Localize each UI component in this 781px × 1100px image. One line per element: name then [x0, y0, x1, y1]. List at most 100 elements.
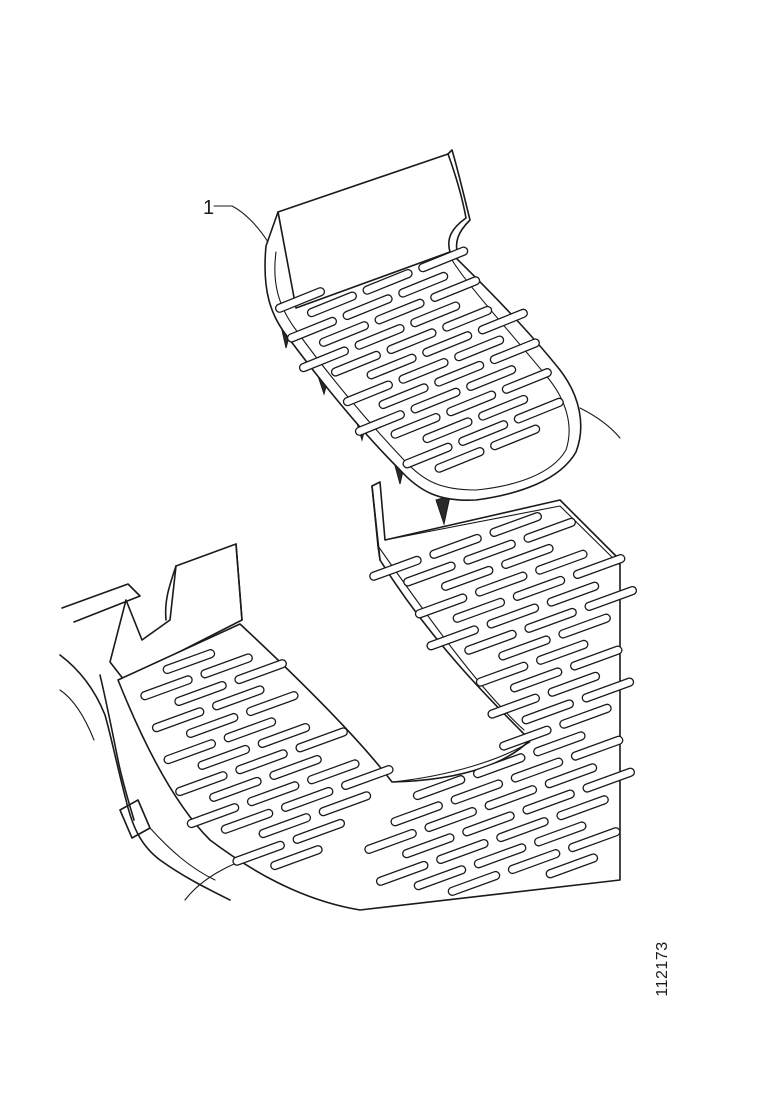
pad-edge	[235, 543, 243, 621]
callout-leader-line	[213, 205, 269, 243]
slot	[223, 717, 277, 743]
slot	[318, 791, 372, 817]
slot	[200, 653, 253, 679]
slot	[581, 677, 635, 703]
slot	[390, 801, 443, 827]
slot	[364, 828, 417, 854]
slot	[477, 308, 528, 335]
fastener-clip	[119, 799, 151, 839]
slot	[570, 735, 624, 761]
slot	[422, 331, 473, 357]
slot	[235, 749, 288, 775]
body-edge-line	[61, 583, 141, 623]
mat-spike	[435, 495, 451, 526]
floor-slot-pattern	[140, 511, 638, 896]
slot	[452, 597, 506, 623]
slot	[298, 346, 350, 373]
slot	[292, 818, 346, 844]
mat-back-wall	[277, 153, 467, 311]
floor-panel	[59, 481, 638, 911]
slot	[413, 865, 467, 891]
slot	[478, 394, 529, 421]
slot	[354, 323, 405, 350]
seat-rail-inner	[59, 689, 95, 741]
slot	[558, 613, 611, 639]
slot	[286, 316, 338, 343]
slot	[418, 246, 469, 273]
slot	[274, 287, 326, 313]
slot	[446, 390, 497, 417]
slot	[447, 870, 501, 896]
tunnel-curve	[377, 545, 525, 731]
slot	[422, 417, 473, 444]
slot	[403, 561, 456, 587]
slot	[318, 321, 369, 347]
slot	[257, 723, 311, 749]
slot	[458, 420, 509, 446]
slot	[501, 368, 552, 394]
slot	[454, 335, 505, 362]
slot	[463, 539, 516, 565]
slot	[434, 360, 485, 387]
slot	[234, 659, 287, 685]
slot	[402, 442, 453, 469]
slot	[197, 744, 251, 770]
slot	[547, 671, 601, 697]
slot	[487, 693, 540, 719]
slot	[212, 685, 265, 711]
slot	[186, 803, 240, 829]
slot	[489, 338, 540, 365]
slot	[174, 680, 227, 707]
slot	[509, 667, 563, 693]
slot	[559, 703, 612, 729]
slot	[386, 328, 437, 355]
slot	[270, 845, 323, 871]
slot	[209, 776, 262, 802]
slot	[280, 786, 334, 812]
slot	[366, 353, 417, 380]
slot	[572, 554, 626, 580]
slot	[584, 585, 638, 611]
slot	[424, 807, 477, 833]
slot	[175, 771, 228, 797]
slot	[567, 827, 621, 853]
slot	[412, 775, 466, 801]
slot	[414, 593, 468, 619]
slot	[569, 645, 623, 671]
slot	[430, 276, 481, 302]
slot	[544, 763, 598, 789]
slot	[163, 739, 217, 765]
slot	[510, 757, 564, 783]
tunnel-bottom	[391, 741, 531, 783]
slot	[269, 754, 322, 780]
slot	[466, 365, 517, 391]
slot	[402, 833, 455, 859]
slot	[507, 849, 561, 875]
slot	[464, 629, 517, 655]
slot	[556, 795, 609, 821]
slot	[369, 555, 422, 581]
slot	[535, 549, 588, 575]
slot	[442, 305, 493, 332]
mat-slot-pattern	[274, 246, 564, 473]
slot	[398, 271, 449, 298]
slot	[462, 811, 515, 837]
slot	[490, 424, 541, 451]
sill-line	[99, 674, 135, 821]
slot	[484, 785, 538, 811]
slot	[390, 412, 441, 439]
slot	[362, 268, 413, 295]
slot	[220, 808, 274, 834]
slot	[378, 383, 429, 410]
removable-mat	[264, 149, 621, 526]
slot	[533, 731, 586, 757]
slot	[295, 727, 348, 753]
slot	[533, 821, 587, 847]
slot	[398, 357, 449, 384]
slot	[524, 607, 577, 633]
slot	[545, 853, 599, 879]
slot	[330, 350, 381, 377]
slot	[429, 533, 482, 559]
slot	[450, 779, 504, 805]
slot	[535, 639, 589, 665]
